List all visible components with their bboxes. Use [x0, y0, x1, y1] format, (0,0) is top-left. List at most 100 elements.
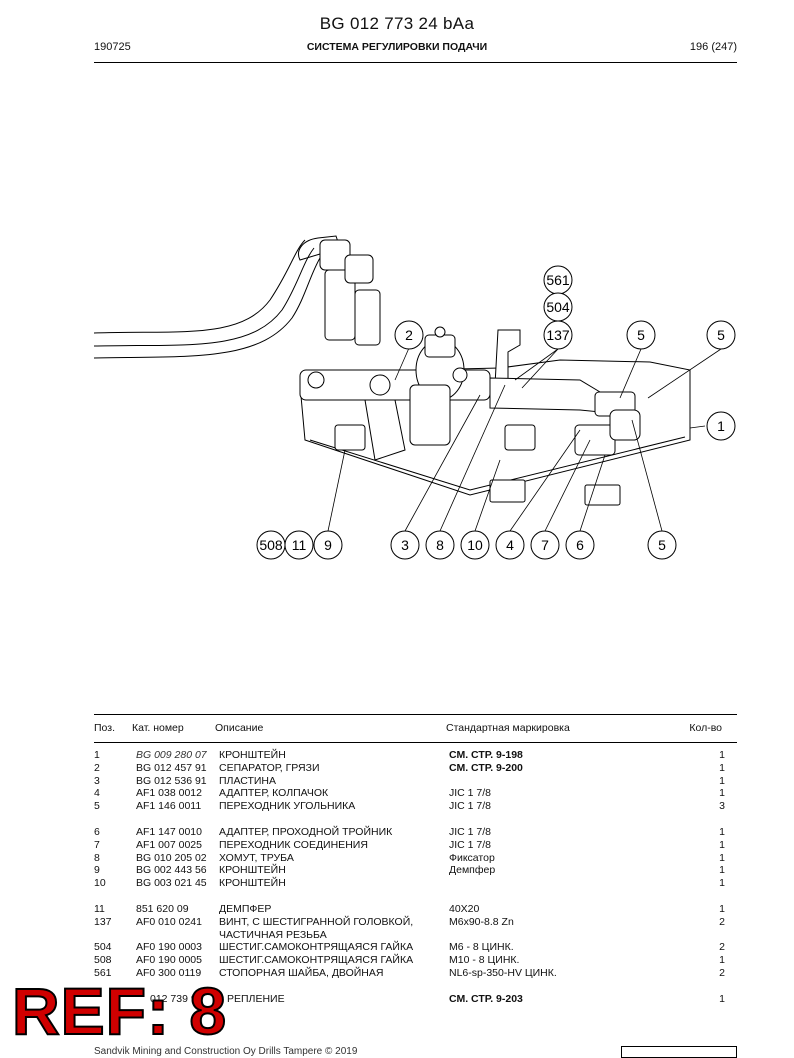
table-row: 508 AF0 190 0005 ШЕСТИГ.САМОКОНТРЯЩАЯСЯ …: [0, 954, 794, 967]
row-pos: 5: [94, 800, 100, 813]
row-qty: 1: [719, 902, 725, 915]
row-description: КРОНШТЕЙН: [219, 864, 286, 877]
row-qty: 1: [719, 877, 725, 890]
row-qty: 1: [719, 838, 725, 851]
row-description: РЕПЛЕНИЕ: [227, 992, 285, 1005]
row-qty: 1: [719, 864, 725, 877]
leader-lines: [327, 347, 722, 532]
row-pos: 137: [94, 915, 112, 928]
table-header-rule: [94, 742, 737, 743]
row-pos: 6: [94, 825, 100, 838]
callout-10: 10: [460, 530, 490, 560]
row-qty: 1: [719, 761, 725, 774]
table-row: 3 BG 012 536 91 ПЛАСТИНА 1: [0, 775, 794, 788]
row-standard: СМ. СТР. 9-200: [449, 761, 523, 774]
row-pos: 11: [94, 902, 105, 915]
table-row: 6 AF1 147 0010 АДАПТЕР, ПРОХОДНОЙ ТРОЙНИ…: [0, 826, 794, 839]
row-pos: 9: [94, 864, 100, 877]
row-pos: 561: [94, 966, 112, 979]
svg-text:2: 2: [405, 327, 413, 343]
table-row-continuation: ЧАСТИЧНАЯ РЕЗЬБА: [0, 929, 794, 942]
row-number: AF0 010 0241: [136, 915, 202, 928]
row-pos: 4: [94, 787, 100, 800]
table-row: 561 AF0 300 0119 СТОПОРНАЯ ШАЙБА, ДВОЙНА…: [0, 967, 794, 980]
svg-text:4: 4: [506, 537, 514, 553]
row-number: 851 620 09: [136, 902, 189, 915]
svg-text:8: 8: [436, 537, 444, 553]
col-header-standard: Стандартная маркировка: [446, 722, 570, 734]
table-row: 504 AF0 190 0003 ШЕСТИГ.САМОКОНТРЯЩАЯСЯ …: [0, 941, 794, 954]
row-description: ПЕРЕХОДНИК УГОЛЬНИКА: [219, 800, 356, 813]
row-qty: 1: [719, 954, 725, 967]
row-number: AF0 300 0119: [136, 966, 202, 979]
row-number: 012 739 9: [150, 992, 197, 1005]
callout-137: 137: [543, 320, 573, 350]
row-description-line-2: ЧАСТИЧНАЯ РЕЗЬБА: [219, 928, 327, 941]
row-number: BG 009 280 07: [136, 749, 207, 761]
pipe-assembly-drawing: [299, 239, 641, 506]
col-header-qty: Кол-во: [689, 722, 722, 734]
section-title: СИСТЕМА РЕГУЛИРОВКИ ПОДАЧИ: [306, 41, 488, 53]
callout-4: 4: [495, 530, 525, 560]
group-spacer: [0, 890, 794, 903]
row-pos: 2: [94, 761, 100, 774]
row-pos: 508: [94, 954, 112, 967]
svg-text:7: 7: [541, 537, 549, 553]
row-description: ШЕСТИГ.САМОКОНТРЯЩАЯСЯ ГАЙКА: [219, 954, 414, 967]
row-standard: M6 - 8 ЦИНК.: [449, 941, 514, 954]
row-standard: M6x90-8.8 Zn: [449, 915, 514, 928]
callout-8: 8: [425, 530, 455, 560]
callout-5-bottom: 5: [647, 530, 677, 560]
row-standard: JIC 1 7/8: [449, 825, 492, 838]
row-qty: 1: [719, 992, 725, 1005]
callout-3: 3: [390, 530, 420, 560]
row-description: ПЕРЕХОДНИК СОЕДИНЕНИЯ: [219, 838, 368, 851]
row-standard: Демпфер: [449, 864, 496, 877]
svg-text:5: 5: [658, 537, 666, 553]
hose-drawing: [93, 235, 341, 359]
row-number: BG 002 443 56: [136, 864, 207, 877]
callout-1: 1: [706, 411, 736, 441]
row-pos: 7: [94, 838, 100, 851]
row-number: AF0 190 0005: [136, 954, 202, 967]
row-number: AF1 146 0011: [136, 800, 202, 813]
svg-text:137: 137: [546, 327, 570, 343]
table-row: 9 BG 002 443 56 КРОНШТЕЙН Демпфер 1: [0, 864, 794, 877]
row-standard: JIC 1 7/8: [449, 787, 492, 800]
svg-text:3: 3: [401, 537, 409, 553]
row-description: АДАПТЕР, КОЛПАЧОК: [219, 787, 329, 800]
row-qty: 3: [719, 800, 725, 813]
row-qty: 1: [719, 749, 725, 761]
row-number: BG 010 205 02: [136, 851, 207, 864]
row-qty: 2: [719, 915, 725, 928]
row-standard: СМ. СТР. 9-203: [449, 992, 523, 1005]
group-spacer: [0, 813, 794, 826]
parts-assembly-drawing: 561 504 137 2 5 5 1 508 11 9 3 8 10 4 7 …: [93, 235, 736, 560]
table-row: 137 AF0 010 0241 ВИНТ, С ШЕСТИГРАННОЙ ГО…: [0, 916, 794, 929]
row-pos: 10: [94, 877, 106, 890]
footer-copyright: Sandvik Mining and Construction Oy Drill…: [94, 1046, 358, 1057]
row-qty: 1: [719, 825, 725, 838]
callout-561: 561: [543, 265, 573, 295]
table-row: 11 851 620 09 ДЕМПФЕР 40X20 1: [0, 903, 794, 916]
row-qty: 1: [719, 774, 725, 787]
callout-6: 6: [565, 530, 595, 560]
svg-text:504: 504: [546, 299, 570, 315]
callout-5-top-left: 5: [626, 320, 656, 350]
row-standard: NL6-sp-350-HV ЦИНК.: [449, 966, 557, 979]
row-description: ВИНТ, С ШЕСТИГРАННОЙ ГОЛОВКОЙ,: [219, 915, 414, 928]
svg-text:10: 10: [467, 537, 483, 553]
callout-7: 7: [530, 530, 560, 560]
svg-text:5: 5: [717, 327, 725, 343]
svg-text:561: 561: [546, 272, 570, 288]
svg-text:9: 9: [324, 537, 332, 553]
row-pos: 8: [94, 851, 100, 864]
row-description: ХОМУТ, ТРУБА: [219, 851, 294, 864]
row-pos: 1: [94, 749, 100, 761]
callout-504: 504: [543, 292, 573, 322]
svg-text:5: 5: [637, 327, 645, 343]
svg-text:6: 6: [576, 537, 584, 553]
table-row: 8 BG 010 205 02 ХОМУТ, ТРУБА Фиксатор 1: [0, 852, 794, 865]
row-qty: 2: [719, 941, 725, 954]
table-row: 012 739 9 РЕПЛЕНИЕ СМ. СТР. 9-203 1: [0, 993, 794, 1006]
